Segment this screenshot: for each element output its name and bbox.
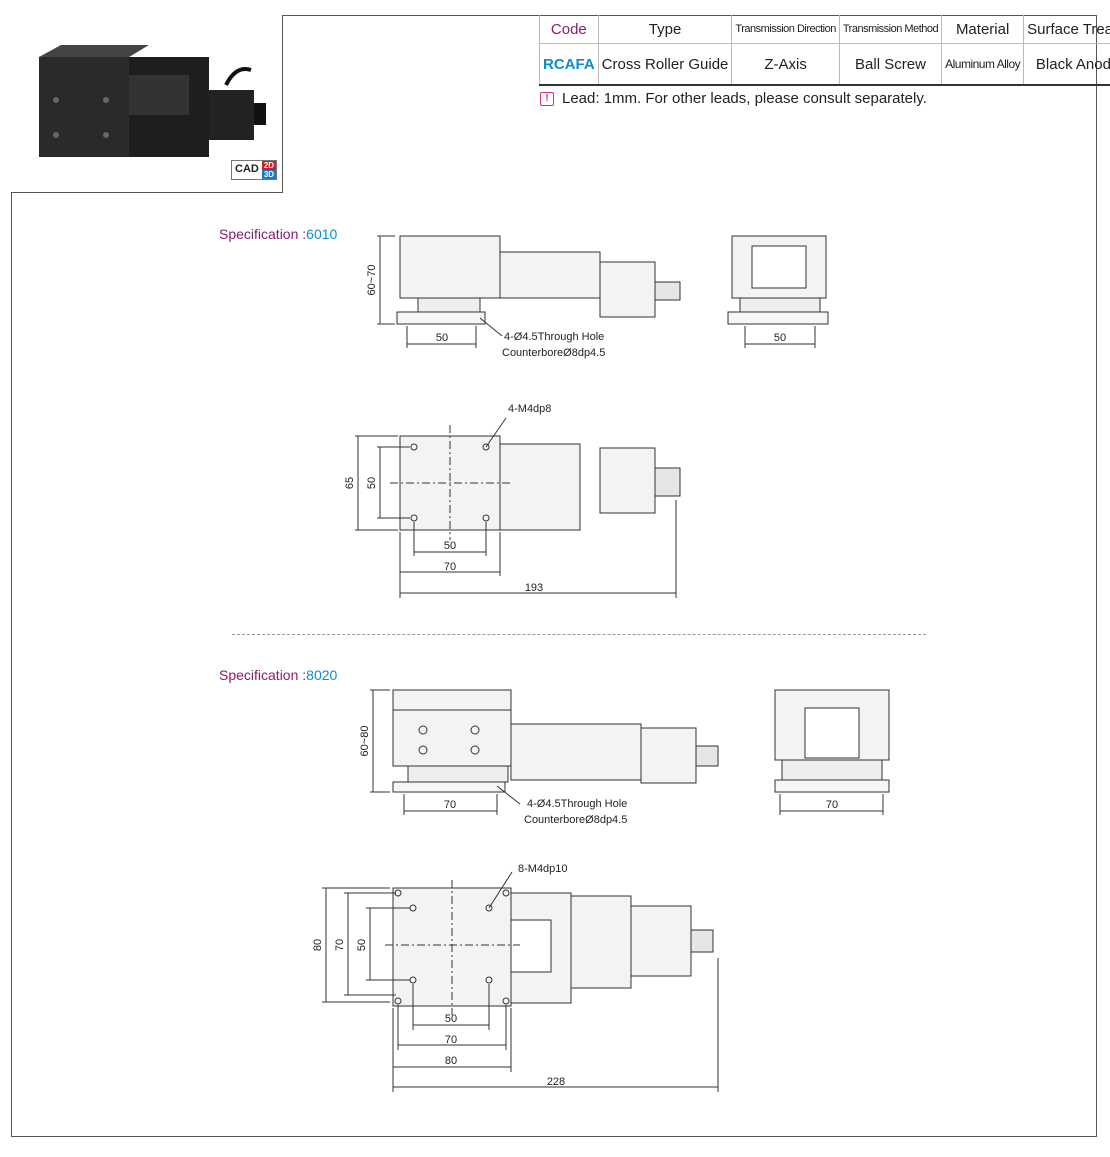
spec-6010-side-view xyxy=(377,235,681,348)
spec-6010-plan-w-inner: 50 xyxy=(444,540,456,552)
spec-8020-plan-h-inner: 50 xyxy=(356,939,368,951)
spec-8020-plan-view xyxy=(322,871,719,1092)
spec-6010-hole-note-2: CounterboreØ8dp4.5 xyxy=(502,347,605,359)
spec-8020-plan-h-outer: 80 xyxy=(312,939,324,951)
spec-8020-plan-w-mid: 70 xyxy=(445,1034,457,1046)
spec-8020-plan-w-outer: 80 xyxy=(445,1055,457,1067)
lead-note-text: Lead: 1mm. For other leads, please consu… xyxy=(562,90,927,107)
header-transmission-method: Transmission Method xyxy=(838,15,943,44)
spec-6010-height-dim: 60~70 xyxy=(366,265,378,296)
spec-6010-tap-note: 4-M4dp8 xyxy=(508,403,551,415)
cell-material: Aluminum Alloy xyxy=(941,43,1025,86)
spec-8020-side-width-dim: 70 xyxy=(444,799,456,811)
header-surface-treatment: Surface Treatment xyxy=(1023,15,1110,44)
spec-6010-end-width-dim: 50 xyxy=(774,332,786,344)
spec-6010-plan-h-inner: 50 xyxy=(366,477,378,489)
spec-8020-tap-note: 8-M4dp10 xyxy=(518,863,568,875)
cell-method: Ball Screw xyxy=(838,43,943,86)
cell-direction: Z-Axis xyxy=(731,43,840,86)
spec-8020-side-view xyxy=(370,689,719,815)
cell-surface: Black Anodizing xyxy=(1023,43,1110,86)
spec-6010-label: Specification : xyxy=(219,226,307,242)
header-code: Code xyxy=(539,15,599,44)
cad-badge[interactable]: CAD 2D 3D xyxy=(231,160,278,180)
cad-label: CAD xyxy=(232,161,262,179)
spec-6010-hole-note-1: 4-Ø4.5Through Hole xyxy=(504,331,604,343)
spec-8020-code: 8020 xyxy=(306,667,338,683)
spec-8020-hole-note-2: CounterboreØ8dp4.5 xyxy=(524,814,627,826)
spec-table: Code Type Transmission Direction Transmi… xyxy=(539,15,1110,86)
spec-6010-total-length: 193 xyxy=(525,582,543,594)
spec-table-header-row: Code Type Transmission Direction Transmi… xyxy=(539,15,1110,44)
spec-8020-hole-note-1: 4-Ø4.5Through Hole xyxy=(527,798,627,810)
spec-6010-plan-view xyxy=(355,417,681,598)
spec-6010-title: Specification :6010 xyxy=(219,226,337,242)
warning-icon: ! xyxy=(540,91,554,106)
header-type: Type xyxy=(597,15,733,44)
product-image xyxy=(39,45,266,157)
spec-table-row: RCAFA Cross Roller Guide Z-Axis Ball Scr… xyxy=(539,43,1110,86)
lead-note: ! Lead: 1mm. For other leads, please con… xyxy=(540,90,927,107)
cad-2d-badge: 2D xyxy=(261,161,277,170)
cell-type: Cross Roller Guide xyxy=(597,43,733,86)
spec-8020-title: Specification :8020 xyxy=(219,667,337,683)
spec-6010-plan-h-outer: 65 xyxy=(344,477,356,489)
header-material: Material xyxy=(941,15,1025,44)
spec-8020-plan-w-inner: 50 xyxy=(445,1013,457,1025)
spec-6010-end-view xyxy=(727,235,829,348)
spec-8020-end-width-dim: 70 xyxy=(826,799,838,811)
spec-8020-total-length: 228 xyxy=(547,1076,565,1088)
spec-8020-end-view xyxy=(774,689,890,815)
spec-8020-label: Specification : xyxy=(219,667,307,683)
spec-6010-plan-w-outer: 70 xyxy=(444,561,456,573)
spec-8020-height-dim: 60~80 xyxy=(359,726,371,757)
section-divider xyxy=(232,634,926,635)
spec-8020-plan-h-mid: 70 xyxy=(334,939,346,951)
spec-6010-code: 6010 xyxy=(306,226,338,242)
spec-6010-side-width-dim: 50 xyxy=(436,332,448,344)
cad-3d-badge: 3D xyxy=(261,170,277,179)
